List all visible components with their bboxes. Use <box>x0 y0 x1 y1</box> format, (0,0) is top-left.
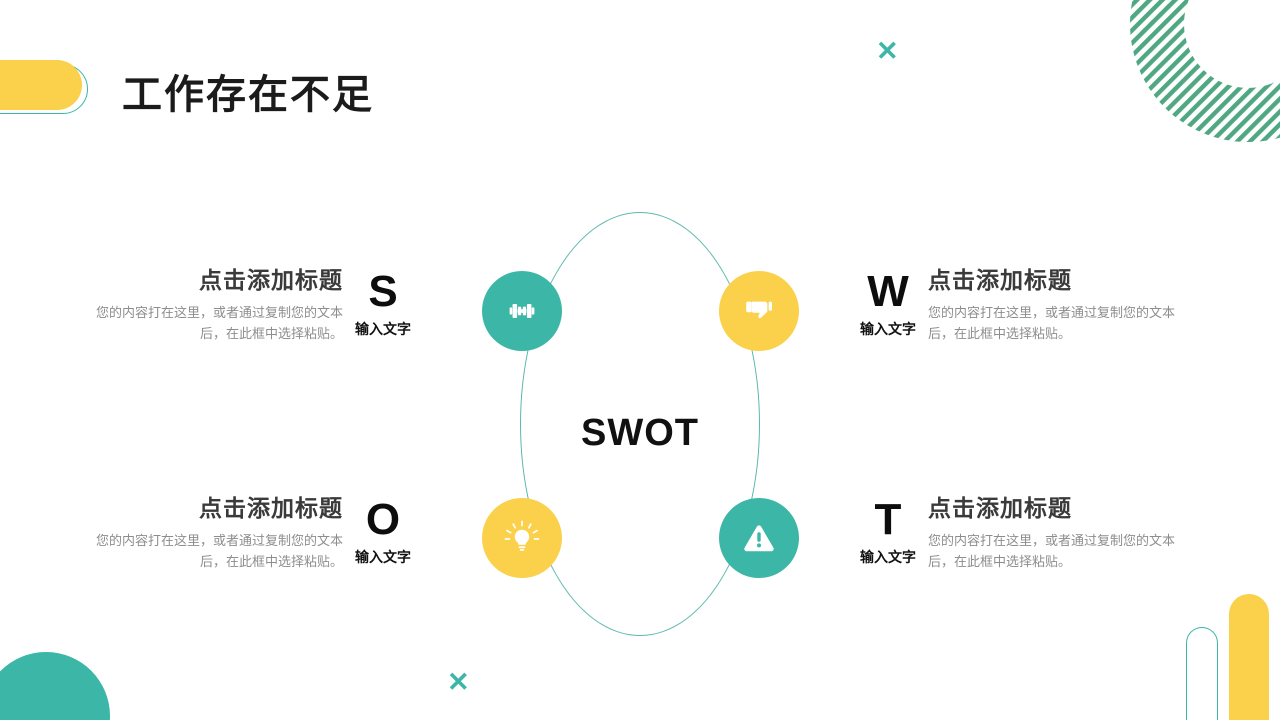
quadrant-body: 您的内容打在这里，或者通过复制您的文本后，在此框中选择粘贴。 <box>928 306 1176 343</box>
x-mark-icon: ✕ <box>447 667 470 697</box>
swot-circle-opportunities[interactable] <box>482 498 562 578</box>
quadrant-block-weaknesses: W 输入文字 点击添加标题 您的内容打在这里，或者通过复制您的文本后，在此框中选… <box>848 268 1193 346</box>
quadrant-title: 点击添加标题 <box>928 496 1072 522</box>
dumbbell-icon <box>503 292 541 330</box>
quadrant-letter-group: T 输入文字 <box>848 496 928 567</box>
quadrant-title: 点击添加标题 <box>199 268 343 294</box>
page-title: 工作存在不足 <box>122 72 374 118</box>
quadrant-title: 点击添加标题 <box>928 268 1072 294</box>
swot-ellipse-outline <box>520 212 760 636</box>
quadrant-sublabel: 输入文字 <box>355 550 411 567</box>
striped-ring-decoration <box>1128 0 1280 144</box>
quadrant-block-strengths: 点击添加标题 您的内容打在这里，或者通过复制您的文本后，在此框中选择粘贴。 S … <box>78 268 423 346</box>
quadrant-block-threats: T 输入文字 点击添加标题 您的内容打在这里，或者通过复制您的文本后，在此框中选… <box>848 496 1193 574</box>
swot-circle-threats[interactable] <box>719 498 799 578</box>
quadrant-letter: W <box>867 267 909 316</box>
lightbulb-icon <box>502 518 542 558</box>
title-pill-fill-decoration <box>0 60 82 110</box>
quadrant-letter: T <box>874 495 902 544</box>
quadrant-title: 点击添加标题 <box>199 496 343 522</box>
outlined-bar-decoration <box>1186 627 1218 720</box>
swot-circle-weaknesses[interactable] <box>719 271 799 351</box>
quadrant-text-group: 点击添加标题 您的内容打在这里，或者通过复制您的文本后，在此框中选择粘贴。 <box>78 496 343 574</box>
swot-circle-strengths[interactable] <box>482 271 562 351</box>
solid-bar-decoration <box>1229 594 1269 720</box>
quadrant-letter-group: S 输入文字 <box>343 268 423 339</box>
quadrant-text-group: 点击添加标题 您的内容打在这里，或者通过复制您的文本后，在此框中选择粘贴。 <box>78 268 343 346</box>
quadrant-letter-group: O 输入文字 <box>343 496 423 567</box>
quadrant-letter: O <box>365 495 401 544</box>
quadrant-sublabel: 输入文字 <box>860 550 916 567</box>
x-mark-icon: ✕ <box>876 36 899 66</box>
teal-circle-decoration <box>0 652 110 720</box>
quadrant-text-group: 点击添加标题 您的内容打在这里，或者通过复制您的文本后，在此框中选择粘贴。 <box>928 496 1193 574</box>
swot-center-label: SWOT <box>581 412 699 454</box>
quadrant-sublabel: 输入文字 <box>860 322 916 339</box>
quadrant-body: 您的内容打在这里，或者通过复制您的文本后，在此框中选择粘贴。 <box>95 534 343 571</box>
quadrant-letter-group: W 输入文字 <box>848 268 928 339</box>
quadrant-body: 您的内容打在这里，或者通过复制您的文本后，在此框中选择粘贴。 <box>95 306 343 343</box>
quadrant-letter: S <box>368 267 398 316</box>
quadrant-block-opportunities: 点击添加标题 您的内容打在这里，或者通过复制您的文本后，在此框中选择粘贴。 O … <box>78 496 423 574</box>
quadrant-sublabel: 输入文字 <box>355 322 411 339</box>
quadrant-text-group: 点击添加标题 您的内容打在这里，或者通过复制您的文本后，在此框中选择粘贴。 <box>928 268 1193 346</box>
thumbs-down-icon <box>741 293 777 329</box>
quadrant-body: 您的内容打在这里，或者通过复制您的文本后，在此框中选择粘贴。 <box>928 534 1176 571</box>
warning-triangle-icon <box>740 519 778 557</box>
